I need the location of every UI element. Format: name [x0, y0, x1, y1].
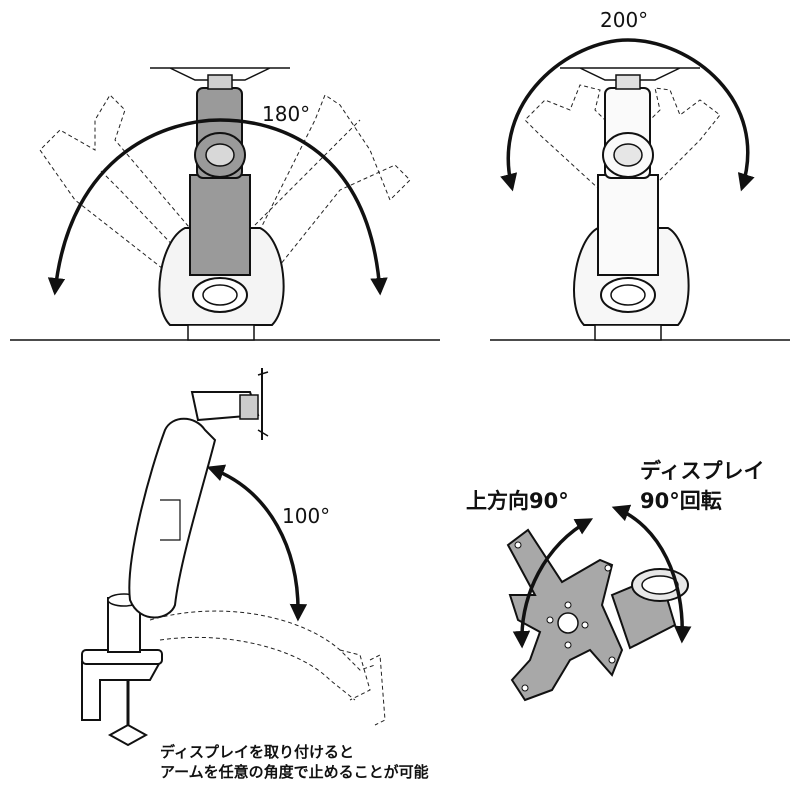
caption-line-1: ディスプレイを取り付けると	[160, 743, 354, 761]
swivel-180-panel	[10, 67, 440, 341]
arm-body	[597, 174, 659, 276]
ghost-arm-lowered	[149, 610, 386, 726]
tilt-up-90-label: 上方向90°	[466, 489, 569, 513]
arm-tilt-panel	[81, 368, 386, 747]
ghost-arm-left	[524, 84, 616, 191]
desk-clamp	[81, 661, 162, 721]
arm-raised	[128, 417, 217, 619]
base-foot	[594, 324, 662, 341]
rotate-90-arrow	[611, 504, 692, 644]
base-foot	[187, 324, 255, 341]
caption-line-2: アームを任意の角度で止めることが可能	[160, 763, 429, 781]
caption: ディスプレイを取り付けると アームを任意の角度で止めることが可能	[160, 742, 429, 782]
swivel-200-label: 200°	[600, 8, 649, 32]
tilt-up-90-arrow	[512, 518, 594, 649]
swivel-180-arrow	[47, 118, 388, 296]
swivel-200-arrow	[500, 38, 755, 192]
swivel-180-label: 180°	[262, 102, 311, 126]
rotate-90-label-line2: 90°回転	[640, 489, 722, 513]
tilt-100-arrow	[206, 464, 308, 622]
base-pivot	[600, 277, 656, 313]
rotate-90-label-line1: ディスプレイ	[640, 459, 765, 483]
base-pivot	[192, 277, 248, 313]
ghost-arm-right	[244, 94, 411, 291]
arm-body	[189, 174, 251, 276]
display-mount-panel	[506, 504, 692, 702]
swivel-200-panel	[490, 38, 790, 341]
tilt-100-label: 100°	[282, 504, 331, 528]
clamp-handle	[107, 723, 149, 747]
